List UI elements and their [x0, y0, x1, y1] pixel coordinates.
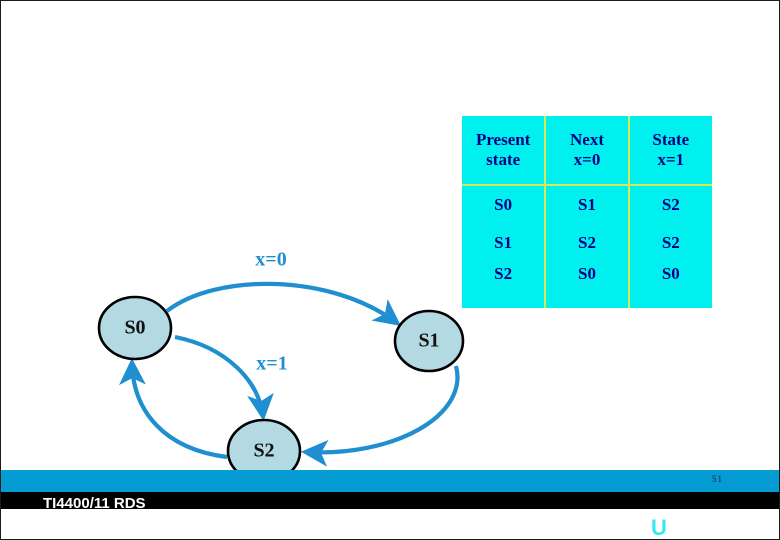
state-node-s1-circle	[393, 309, 465, 373]
cell-next-x0-2: S0	[544, 262, 629, 308]
edge-s0-to-s2	[174, 334, 274, 422]
cell-next-x0-0: S1	[544, 185, 629, 224]
table-row: S0 S1 S2	[462, 185, 712, 224]
state-node-s2-label: S2	[253, 440, 274, 462]
header-present-state-line2: state	[486, 150, 521, 169]
edge-s0-to-s1	[165, 281, 402, 327]
state-node-s0-label: S0	[124, 317, 145, 339]
header-state-x1-line2: x=1	[657, 150, 685, 169]
header-present-state-line1: Present	[475, 130, 531, 149]
header-next-x0-line1: Next	[570, 130, 604, 149]
edge-label-x0: x=0	[255, 249, 286, 271]
cell-next-x1-1: S2	[627, 224, 712, 262]
header-next-x0: Next x=0	[544, 116, 629, 186]
edge-s1-to-s2	[300, 365, 460, 467]
table-row: S1 S2 S2	[462, 224, 712, 262]
footer-logo-u: U	[651, 515, 667, 540]
state-node-s0-circle	[97, 295, 173, 361]
footer-black-bar: TI4400/11 RDS	[1, 492, 779, 509]
header-state-x1: State x=1	[627, 116, 712, 186]
footer-white-strip: U	[1, 509, 779, 540]
edge-s2-to-s0	[119, 357, 228, 460]
cell-next-x1-0: S2	[627, 185, 712, 224]
footer-blue-bar: 51	[1, 470, 779, 492]
state-node-s2[interactable]: S2	[226, 418, 302, 484]
state-node-s1-label: S1	[418, 330, 439, 352]
cell-present-2: S2	[462, 262, 546, 308]
table-row: S2 S0 S0	[462, 262, 712, 308]
cell-present-1: S1	[462, 224, 546, 262]
state-node-s0[interactable]: S0	[97, 295, 173, 361]
footer-course-code: TI4400/11 RDS	[43, 495, 146, 509]
header-next-x0-line2: x=0	[573, 150, 601, 169]
header-present-state: Present state	[462, 116, 546, 186]
cell-next-x0-1: S2	[544, 224, 629, 262]
cell-present-0: S0	[462, 185, 546, 224]
state-transition-table: Present state Next x=0 State x=1 S0 S1 S…	[462, 116, 712, 308]
page-number: 51	[712, 474, 723, 484]
header-state-x1-line1: State	[652, 130, 690, 149]
table-header-row: Present state Next x=0 State x=1	[462, 116, 712, 186]
cell-next-x1-2: S0	[627, 262, 712, 308]
edge-label-x1: x=1	[256, 353, 287, 375]
state-diagram: S0 S1 S2 x=0 x=1	[1, 231, 779, 501]
state-node-s1[interactable]: S1	[393, 309, 465, 373]
